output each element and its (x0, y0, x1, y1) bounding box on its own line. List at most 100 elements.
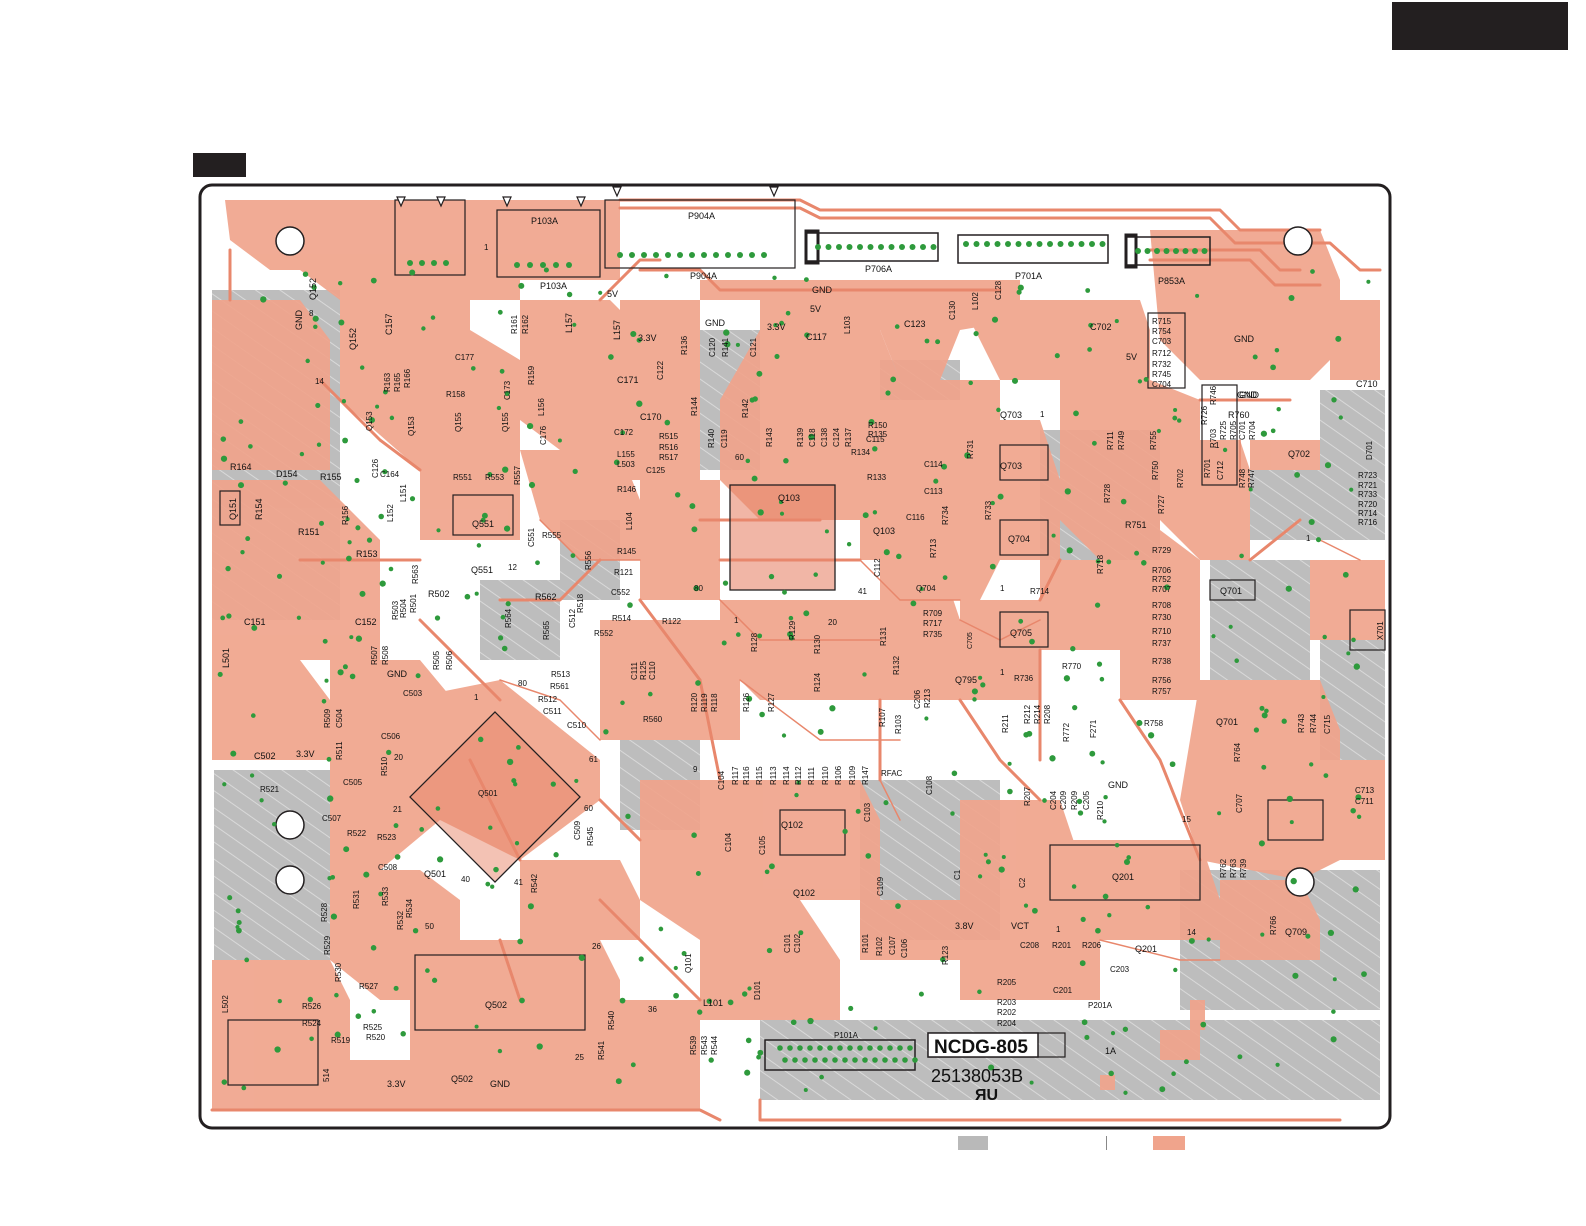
via-pad (566, 262, 572, 268)
via-pad (608, 354, 614, 360)
silk-label-r721: R721 (1358, 481, 1378, 490)
silk-label-r707: R707 (1152, 585, 1172, 594)
via-pad (735, 632, 741, 637)
via-pad (977, 989, 982, 995)
pin-number-label: 1 (484, 243, 489, 252)
via-pad (497, 309, 503, 315)
via-pad (935, 339, 941, 345)
silk-label-r117: R117 (731, 766, 740, 785)
pin-number-label: 1 (1000, 668, 1005, 677)
via-pad (803, 277, 809, 283)
via-pad (1081, 1019, 1088, 1026)
via-pad (302, 271, 309, 277)
silk-label-r141: R141 (721, 337, 730, 357)
mounting-hole (275, 226, 305, 256)
via-pad (777, 1045, 783, 1051)
via-pad (867, 1045, 873, 1051)
silk-label-r745: R745 (1152, 370, 1172, 379)
silk-label-c205: C205 (1082, 790, 1091, 810)
via-pad (518, 282, 525, 289)
silk-label-c208: C208 (1020, 941, 1040, 950)
via-pad (942, 575, 948, 580)
via-pad (299, 451, 305, 457)
via-pad (474, 591, 479, 596)
via-pad (756, 370, 763, 377)
via-pad (603, 729, 609, 735)
silk-label-r136: R136 (680, 335, 689, 355)
via-pad (878, 244, 884, 250)
via-pad (477, 736, 484, 743)
via-pad (706, 998, 713, 1004)
via-pad (1080, 916, 1086, 923)
via-pad (673, 992, 679, 999)
via-pad (827, 1045, 833, 1051)
via-pad (514, 262, 520, 268)
via-pad (419, 260, 425, 266)
via-pad (872, 1057, 878, 1063)
via-pad (984, 241, 990, 247)
via-pad (488, 825, 493, 830)
via-pad (757, 633, 763, 639)
via-pad (1051, 533, 1056, 538)
via-pad (574, 778, 579, 783)
via-pad (1094, 602, 1101, 608)
silk-label-p904a: P904A (688, 211, 715, 221)
via-pad (1134, 550, 1140, 556)
pin-number-label: 8 (309, 309, 314, 318)
via-pad (1070, 646, 1076, 652)
via-pad (964, 452, 971, 459)
silk-label-r143: R143 (765, 427, 774, 447)
via-pad (994, 241, 1001, 247)
silk-label-r150: R150 (868, 421, 888, 430)
via-pad (1331, 1009, 1336, 1014)
silk-label-p103a: P103A (540, 281, 567, 291)
silk-label-r738: R738 (1152, 657, 1172, 666)
via-pad (1201, 248, 1208, 254)
silk-label-p904a: P904A (690, 271, 717, 281)
silk-label-r208: R208 (1043, 704, 1052, 724)
via-pad (1144, 248, 1151, 254)
via-pad (761, 252, 767, 258)
pin-number-label: 20 (828, 618, 837, 627)
pin-number-label: 60 (735, 453, 744, 462)
via-pad (1114, 842, 1120, 848)
via-pad (490, 884, 495, 889)
via-pad (225, 565, 231, 572)
via-pad (1275, 1062, 1280, 1067)
silk-label-r534: R534 (405, 898, 414, 918)
via-pad (1270, 428, 1276, 434)
mounting-holes (275, 226, 1315, 897)
silk-label-c101: C101 (783, 933, 792, 953)
via-pad (1135, 248, 1141, 254)
via-pad (664, 273, 669, 279)
via-pad (701, 252, 707, 258)
via-pad (817, 1045, 823, 1051)
via-pad (1188, 937, 1195, 944)
via-pad (641, 252, 647, 258)
via-pad (1079, 960, 1086, 967)
via-pad (1222, 447, 1228, 453)
silk-label-r147: R147 (861, 765, 870, 785)
silk-label-r733: R733 (984, 500, 993, 520)
via-pad (1324, 462, 1332, 469)
silk-label-r501: R501 (409, 593, 418, 613)
via-pad (419, 827, 425, 832)
silk-label-r709: R709 (923, 609, 943, 618)
via-pad (808, 433, 815, 441)
silk-label-r565: R565 (542, 620, 551, 640)
via-pad (305, 358, 310, 364)
silk-label-r506: R506 (445, 650, 454, 670)
via-pad (1200, 1021, 1207, 1028)
via-pad (1248, 487, 1253, 492)
silk-label-r735: R735 (923, 630, 943, 639)
via-pad (1173, 967, 1178, 973)
via-pad (998, 866, 1005, 873)
via-pad (572, 468, 578, 475)
via-pad (862, 672, 867, 677)
silk-label-c125: C125 (646, 466, 666, 475)
via-pad (890, 376, 897, 383)
via-pad (370, 277, 377, 284)
via-pad (409, 496, 416, 502)
silk-label-r507: R507 (370, 645, 379, 665)
via-pad (757, 1049, 764, 1056)
